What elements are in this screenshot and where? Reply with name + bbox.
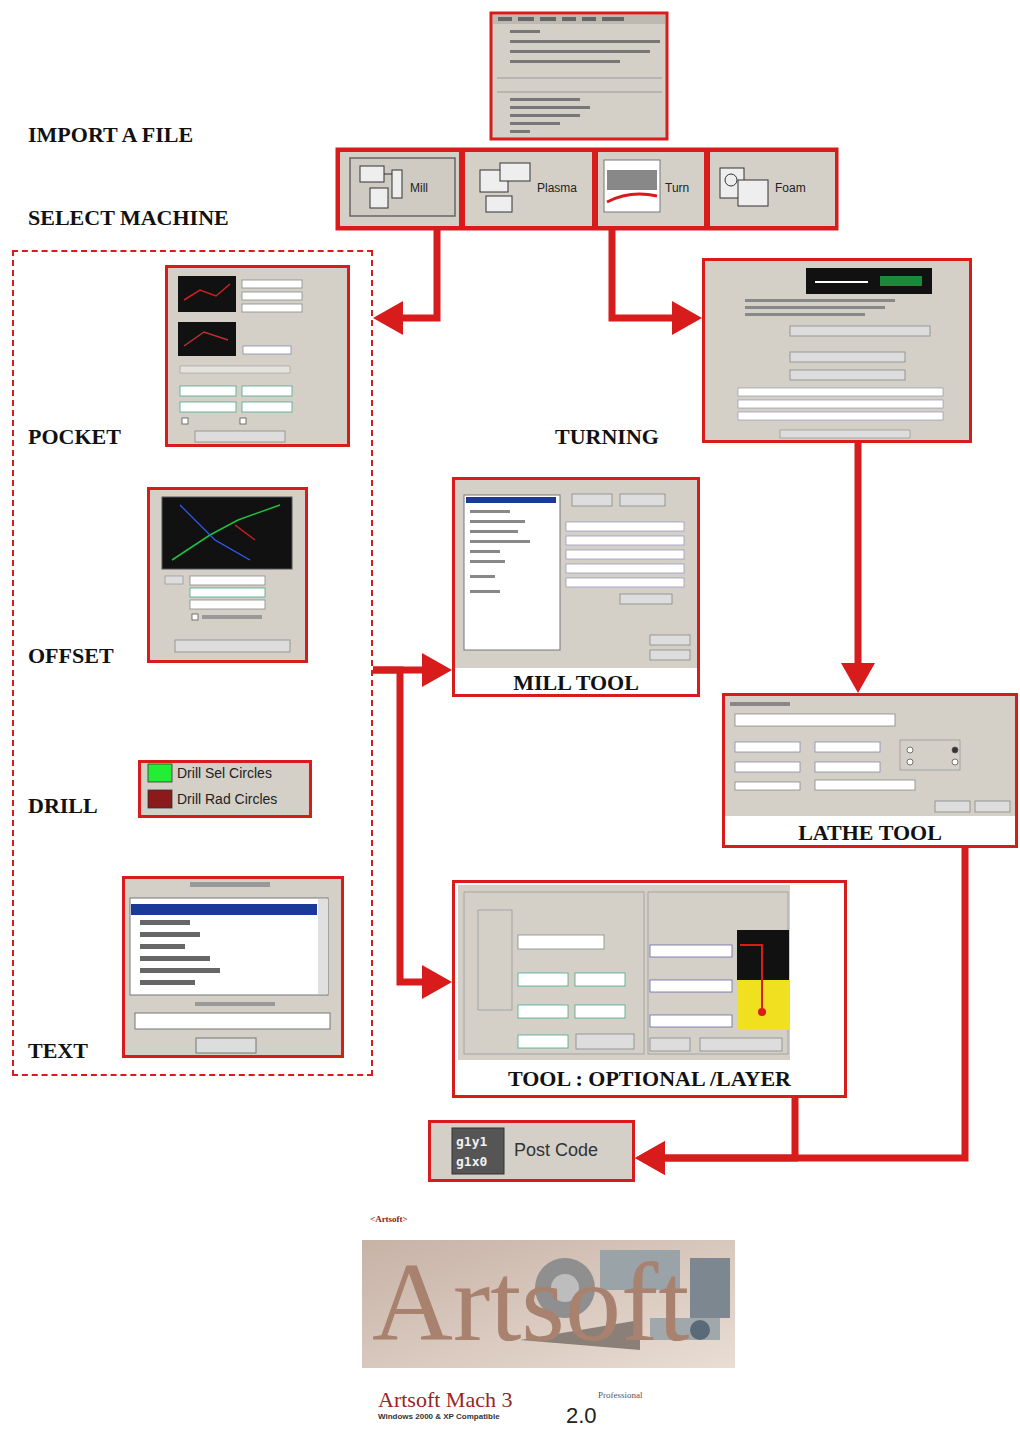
compat-note: Windows 2000 & XP Compatible xyxy=(378,1412,500,1421)
node-label: MILL TOOL xyxy=(455,670,697,696)
arrow-head xyxy=(422,965,452,999)
row-heading: IMPORT A FILE xyxy=(28,122,193,148)
step-box: DRILLDrill Sel CirclesDrill Rad Circles xyxy=(138,760,312,818)
step-heading: TEXT xyxy=(28,1038,88,1064)
group-frame: POCKET OFFSET DRILL Drill Sel CirclesDrill … xyxy=(12,250,373,1076)
step-box: LATHE TOOL xyxy=(722,693,1018,848)
lathe-tool-screenshot xyxy=(723,694,1018,847)
step-box: MILL TOOL xyxy=(452,477,700,697)
step-box: Plasma xyxy=(462,149,595,229)
step-heading: OFFSET xyxy=(28,643,114,669)
node-label: Foam xyxy=(775,181,806,195)
mill-tool-screenshot xyxy=(453,478,699,696)
node-label: LATHE TOOL xyxy=(725,820,1015,846)
product-name: Artsoft Mach 3 xyxy=(378,1387,512,1413)
node-label: TOOL : OPTIONAL /LAYER xyxy=(455,1066,844,1092)
step-box: g1y1 g1x0 Post Code xyxy=(428,1120,635,1182)
offset-screenshot xyxy=(148,488,307,662)
step-box: TEXT xyxy=(122,876,344,1058)
text-screenshot xyxy=(123,877,343,1057)
menu-screenshot xyxy=(491,13,667,139)
step-heading: TURNING xyxy=(555,424,659,450)
pocket-screenshot xyxy=(166,266,349,446)
step-box: TURNING xyxy=(702,258,972,443)
arrow-head xyxy=(635,1141,665,1175)
flow-arrow xyxy=(612,229,702,335)
step-box: Foam xyxy=(707,149,838,229)
arrow-line xyxy=(663,848,965,1158)
step-heading: POCKET xyxy=(28,424,121,450)
arrow-head xyxy=(841,663,875,693)
arrow-head xyxy=(422,653,452,687)
flow-arrow xyxy=(635,848,965,1175)
tool-screenshot xyxy=(453,881,846,1097)
flow-arrow xyxy=(373,670,452,999)
step-heading: DRILL xyxy=(28,793,98,819)
step-box: POCKET xyxy=(165,265,350,447)
arrow-head xyxy=(635,1141,665,1175)
node-label: Mill xyxy=(410,181,428,195)
step-box: OFFSET xyxy=(147,487,308,663)
step-box: Mill xyxy=(337,149,462,229)
node-label: g1y1 g1x0 xyxy=(456,1132,500,1172)
post-code-button xyxy=(429,1121,634,1181)
machine-bar xyxy=(337,149,837,229)
arrow-line xyxy=(855,443,862,665)
node-label: Drill Sel Circles xyxy=(177,765,272,781)
arrow-head xyxy=(672,301,702,335)
step-box: Turn xyxy=(595,149,707,229)
arrow-line xyxy=(612,229,674,318)
turning-screenshot xyxy=(703,259,971,442)
watermark: Artsoft xyxy=(372,1238,689,1367)
logo-text: <Artsoft> xyxy=(370,1214,408,1224)
drill-panel xyxy=(139,761,311,817)
arrow-line xyxy=(401,229,437,318)
node-label: Drill Rad Circles xyxy=(177,791,277,807)
arrow-line xyxy=(663,1098,795,1158)
node-label: Turn xyxy=(665,181,689,195)
flow-arrow xyxy=(635,1098,795,1175)
edition-note: Professional xyxy=(598,1390,643,1400)
row-heading: SELECT MACHINE xyxy=(28,205,229,231)
arrow-line xyxy=(373,670,424,982)
node-label: Post Code xyxy=(514,1140,598,1161)
step-box: TOOL : OPTIONAL /LAYER xyxy=(452,880,847,1098)
arrow-head xyxy=(373,301,403,335)
flow-arrow xyxy=(841,443,875,693)
node-label: Plasma xyxy=(537,181,577,195)
version-number: 2.0 xyxy=(566,1403,597,1429)
flow-arrow xyxy=(373,229,437,335)
